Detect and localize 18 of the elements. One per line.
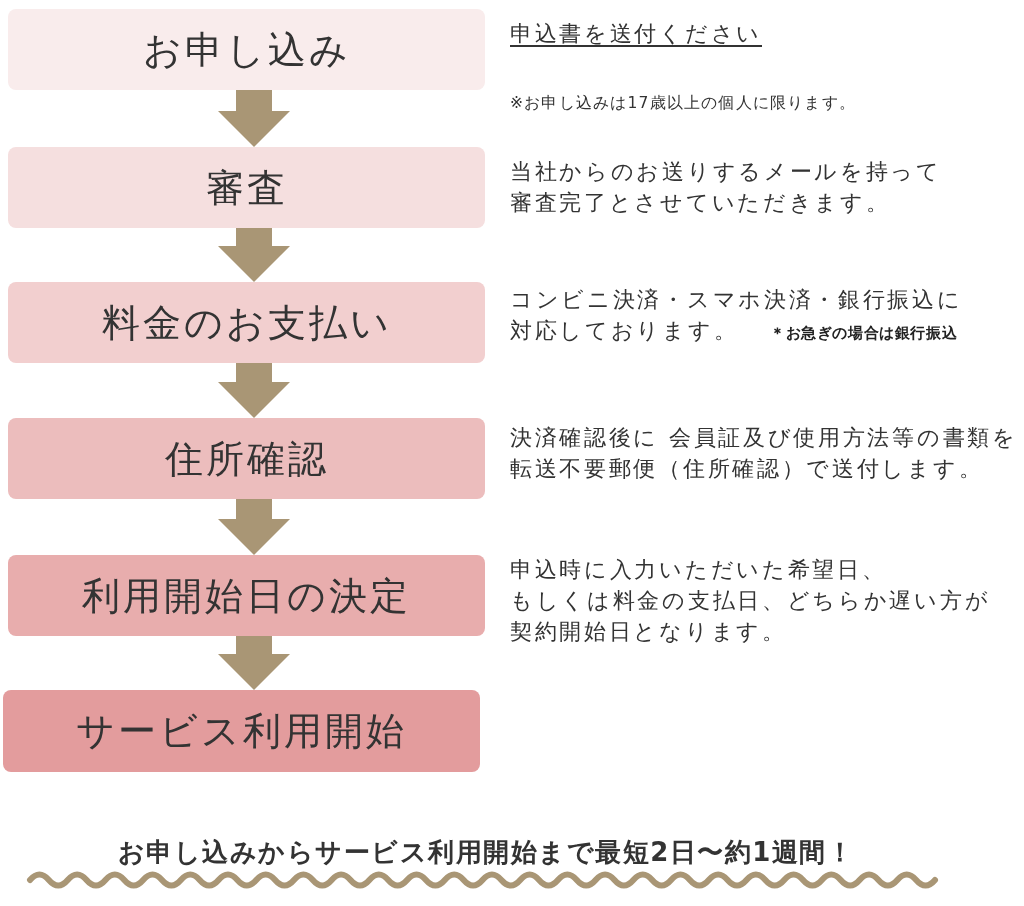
step-box: サービス利用開始 <box>3 690 480 772</box>
step-box: 住所確認 <box>8 418 485 499</box>
note-text: ※お申し込みは17歳以上の個人に限ります。 <box>510 93 856 113</box>
down-arrow <box>218 363 290 418</box>
step-box: 審査 <box>8 147 485 228</box>
description-text: 申込時に入力いただいた希望日、もしくは料金の支払日、どちらか遅い方が契約開始日となります。 <box>510 556 991 646</box>
description-text: 決済確認後に 会員証及び使用方法等の書類を転送不要郵便（住所確認）で送付します。 <box>510 424 1018 483</box>
down-arrow <box>218 499 290 555</box>
summary-text: お申し込みからサービス利用開始まで最短2日〜約1週間！ <box>117 836 855 869</box>
step-box: 利用開始日の決定 <box>8 555 485 636</box>
down-arrow <box>218 636 290 690</box>
instruction-text: 申込書を送付ください <box>510 20 762 48</box>
description-text: 当社からのお送りするメールを持って審査完了とさせていただきます。 <box>510 158 942 217</box>
down-arrow <box>218 228 290 282</box>
step-box: 料金のお支払い <box>8 282 485 363</box>
description-text: コンビニ決済・スマホ決済・銀行振込に対応しております。 ＊お急ぎの場合は銀行振込 <box>510 286 963 345</box>
step-box: お申し込み <box>8 9 485 90</box>
down-arrow <box>218 90 290 147</box>
